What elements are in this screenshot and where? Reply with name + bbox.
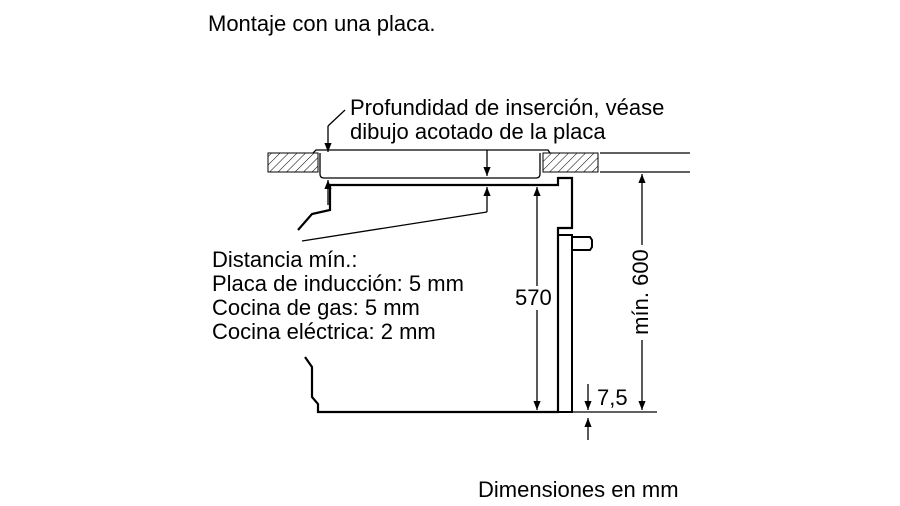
- distance-induction: Placa de inducción: 5 mm: [212, 271, 464, 296]
- insertion-note-line1: Profundidad de inserción, véase: [350, 95, 665, 120]
- countertop: [267, 152, 599, 173]
- distance-heading: Distancia mín.:: [212, 247, 358, 272]
- dimension-min-600: mín. 600: [628, 249, 653, 335]
- dimension-7-5: 7,5: [597, 385, 628, 410]
- hob: [312, 149, 551, 179]
- oven-outline: [297, 176, 574, 414]
- units-note: Dimensiones en mm: [478, 477, 679, 502]
- distance-electric: Cocina eléctrica: 2 mm: [212, 319, 436, 344]
- distance-gas: Cocina de gas: 5 mm: [212, 295, 420, 320]
- dimension-570: 570: [515, 285, 552, 310]
- insertion-note-line2: dibujo acotado de la placa: [350, 119, 606, 144]
- diagram-title: Montaje con una placa.: [208, 11, 436, 36]
